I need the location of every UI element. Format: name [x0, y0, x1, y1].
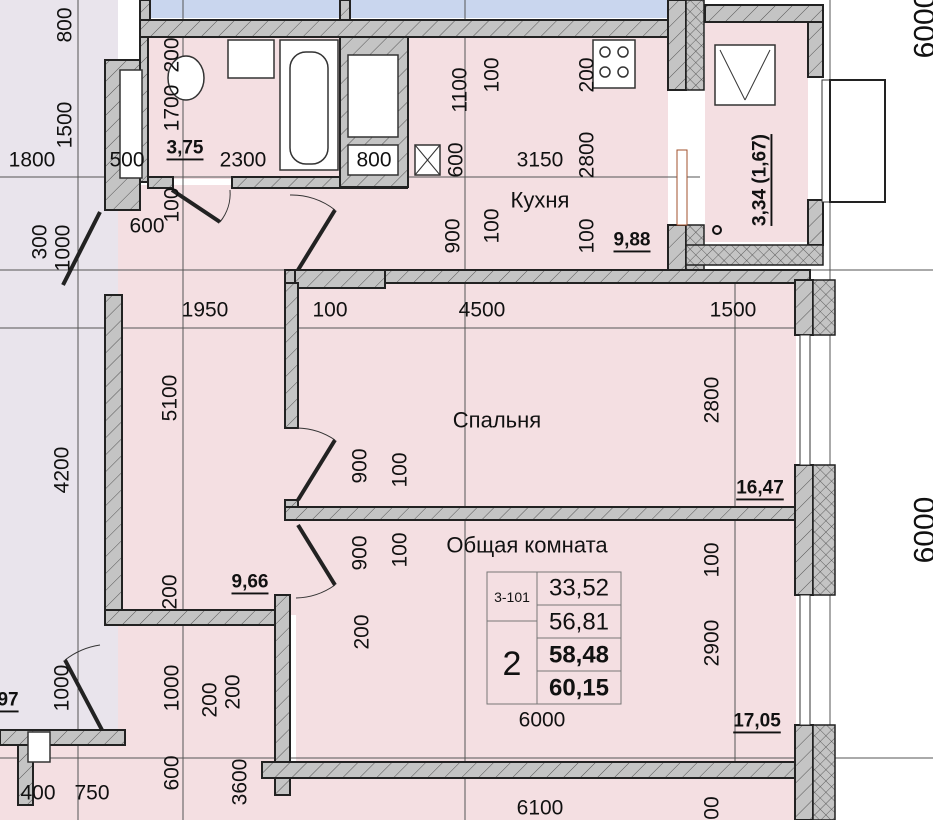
dimension-labels: 800 1500 1800 500 200 1700 2300 800 1100… — [9, 0, 933, 820]
total-area-value: 56,81 — [549, 609, 609, 636]
door-living[interactable] — [295, 523, 337, 599]
dim: 1000 — [52, 225, 75, 272]
door-bedroom[interactable] — [296, 427, 337, 502]
walls — [0, 0, 836, 820]
fixtures — [27, 39, 776, 763]
dim: 750 — [74, 782, 109, 805]
dim: 3150 — [517, 149, 564, 172]
door-entry[interactable] — [61, 211, 102, 286]
area-with-loggia-value: 58,48 — [549, 642, 609, 669]
kitchen-label: Кухня — [511, 188, 570, 213]
door-bathroom[interactable] — [170, 188, 231, 224]
dim: 500 — [109, 149, 144, 172]
dim: 6000 — [519, 709, 566, 732]
living-room — [296, 520, 796, 763]
doors[interactable] — [61, 188, 337, 731]
dim: 600 — [161, 755, 184, 790]
dim: 900 — [442, 218, 465, 253]
door-kitchen[interactable] — [289, 194, 337, 272]
dim: 2900 — [701, 620, 724, 667]
kitchen-door-opening[interactable] — [676, 149, 688, 226]
axis-dim: 6000 — [909, 497, 933, 564]
dim: 800 — [356, 149, 391, 172]
lower-area — [118, 625, 280, 820]
dim: 600 — [129, 215, 164, 238]
apartment-summary-table: 3-101 2 33,52 56,81 58,48 60,15 — [486, 571, 622, 705]
dim: 5100 — [159, 375, 182, 422]
washer-icon — [347, 54, 399, 138]
dim: 200 — [159, 574, 182, 609]
boiler-icon — [714, 44, 776, 106]
bathroom-area: 3,75 — [167, 138, 204, 159]
window-living[interactable] — [799, 594, 811, 726]
dim: 300 — [29, 224, 52, 259]
upper-unit-area — [150, 0, 670, 18]
dim: 400 — [20, 782, 55, 805]
hall-area: 9,66 — [232, 572, 269, 593]
dim: 6100 — [517, 797, 564, 820]
sink-icon — [227, 39, 275, 79]
dim: 2300 — [220, 149, 267, 172]
apartment-code: 3-101 — [494, 589, 530, 605]
full-area-value: 60,15 — [549, 675, 609, 702]
dim: 900 — [349, 448, 372, 483]
dim: 100 — [161, 187, 184, 222]
dim: 200 — [199, 682, 222, 717]
balcony-outline — [829, 79, 886, 203]
dim: 100 — [481, 57, 504, 92]
dim: 4200 — [51, 447, 74, 494]
neighbor-area — [0, 0, 118, 820]
bedroom — [296, 283, 796, 508]
neighbor-area: 97 — [0, 690, 19, 711]
room-labels: 3,75 Кухня 9,88 3,34 (1,67) Спальня 16,4… — [0, 134, 784, 731]
dim: 3600 — [229, 759, 252, 806]
living-area-value: 33,52 — [549, 575, 609, 602]
drain-point-icon — [712, 225, 722, 235]
dim: 1000 — [51, 665, 74, 712]
dim: 1000 — [161, 665, 184, 712]
dim: 100 — [701, 542, 724, 577]
dim: 2800 — [701, 377, 724, 424]
dim: 1800 — [9, 149, 56, 172]
dim: 200 — [576, 57, 599, 92]
windows[interactable] — [676, 79, 886, 726]
dim: 100 — [312, 299, 347, 322]
bedroom-area: 16,47 — [736, 478, 784, 499]
dim: 1100 — [449, 67, 472, 112]
loggia-area: 3,34 (1,67) — [750, 134, 771, 226]
living-room-area: 17,05 — [733, 711, 781, 732]
kitchen-area: 9,88 — [614, 230, 651, 251]
dim: 800 — [54, 7, 77, 42]
window-loggia[interactable] — [821, 79, 831, 203]
rooms-count: 2 — [503, 645, 522, 683]
door-lower[interactable] — [63, 644, 104, 731]
dim: 100 — [576, 218, 599, 253]
dim: 200 — [161, 37, 184, 72]
dim: 600 — [445, 142, 468, 177]
dim: 1500 — [710, 299, 757, 322]
dim: 2800 — [576, 132, 599, 179]
dim: 00 — [701, 796, 724, 819]
dim: 1500 — [54, 102, 77, 149]
window-bedroom[interactable] — [799, 334, 811, 466]
dim: 100 — [389, 532, 412, 567]
dim: 4500 — [459, 299, 506, 322]
dim: 100 — [481, 208, 504, 243]
lower-room — [280, 778, 800, 820]
stove-icon — [592, 39, 636, 89]
dim: 100 — [389, 452, 412, 487]
dim: 200 — [351, 614, 374, 649]
dim: 1950 — [182, 299, 229, 322]
drain-icon — [347, 144, 399, 176]
toilet-icon — [167, 55, 205, 101]
axis-dim: 6000 — [909, 0, 933, 58]
living-room-label: Общая комната — [446, 533, 608, 558]
dim: 200 — [222, 674, 245, 709]
dim: 1700 — [161, 85, 184, 132]
dim: 900 — [349, 535, 372, 570]
bedroom-label: Спальня — [453, 408, 541, 433]
